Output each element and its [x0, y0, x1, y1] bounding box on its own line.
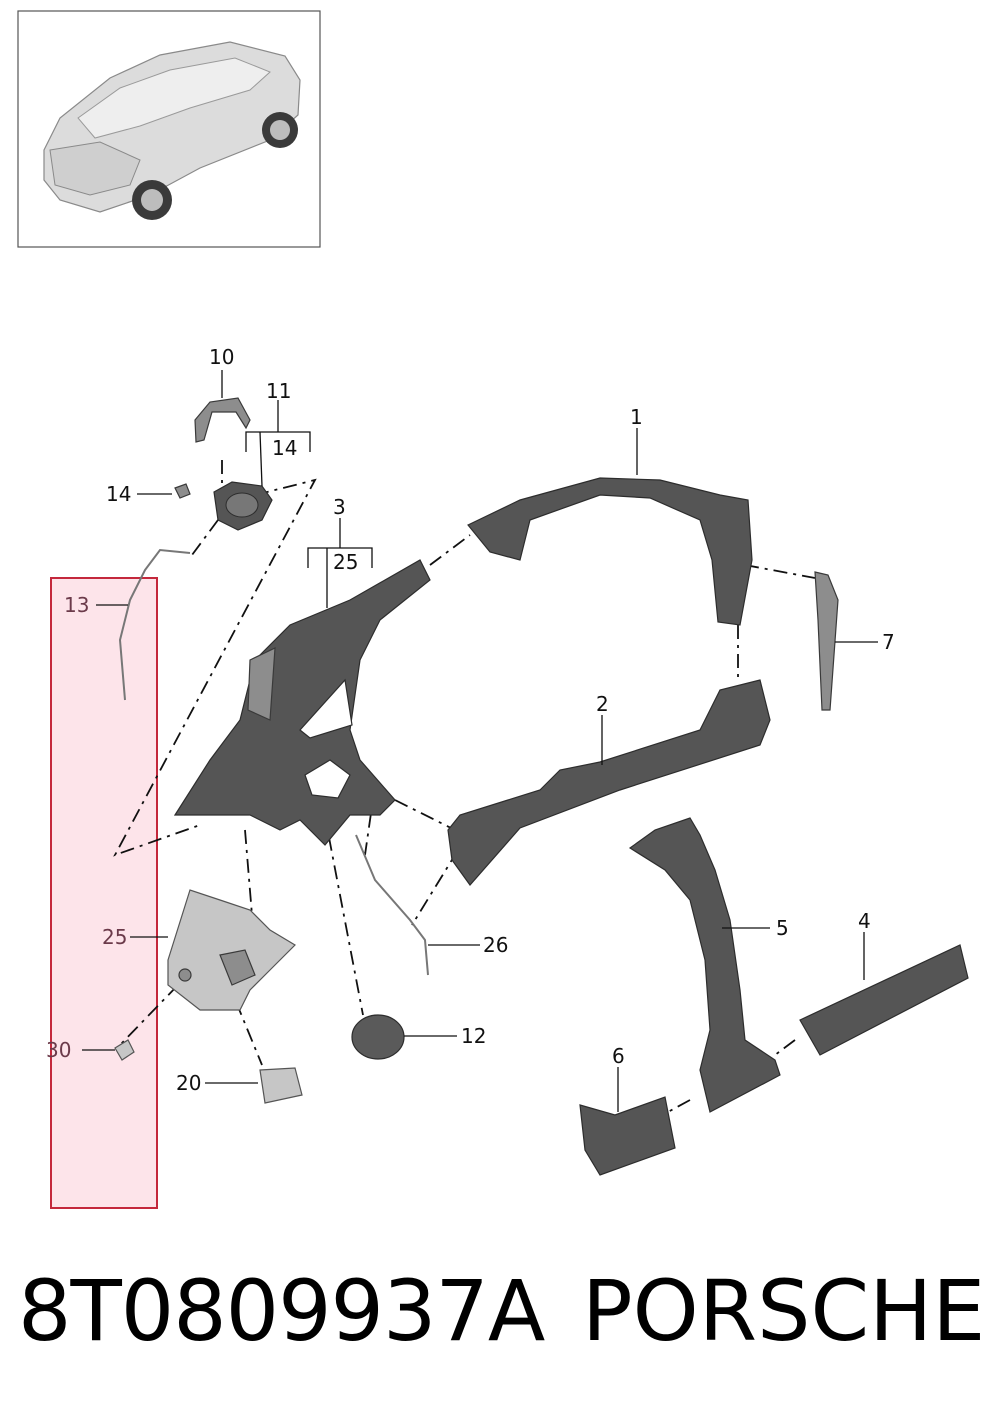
callout-14-top: 14 — [272, 436, 297, 460]
part-13-hose[interactable] — [118, 548, 191, 701]
part-30-bolt[interactable] — [114, 1039, 135, 1061]
part-25-inner-panel[interactable] — [167, 889, 296, 1011]
callout-12: 12 — [461, 1024, 486, 1048]
callout-14-left: 14 — [106, 482, 131, 506]
callout-3: 3 — [333, 495, 346, 519]
part-number: 8T0809937A — [18, 1262, 545, 1360]
callout-26: 26 — [483, 933, 508, 957]
callout-5: 5 — [776, 916, 789, 940]
callout-4: 4 — [858, 909, 871, 933]
brand-name: PORSCHE — [582, 1262, 982, 1360]
callouts: 10 11 14 14 3 25 13 1 7 2 25 26 5 4 30 1… — [46, 345, 895, 1095]
callout-7: 7 — [882, 630, 895, 654]
part-5-b-pillar[interactable] — [628, 817, 781, 1113]
part-3-rear-side-panel[interactable] — [173, 559, 431, 846]
callout-13: 13 — [64, 593, 89, 617]
callout-20: 20 — [176, 1071, 201, 1095]
callout-2: 2 — [596, 692, 609, 716]
part-1-side-frame[interactable] — [467, 477, 753, 626]
callout-25-top: 25 — [333, 550, 358, 574]
leader-lines — [82, 370, 878, 1112]
callout-1: 1 — [630, 405, 643, 429]
callout-11: 11 — [266, 379, 291, 403]
vehicle-thumbnail — [17, 10, 321, 248]
part-4-sill-extension[interactable] — [799, 944, 969, 1056]
callout-30: 30 — [46, 1038, 71, 1062]
part-20-insert[interactable] — [259, 1067, 303, 1104]
part-11-filler-housing[interactable] — [213, 481, 273, 531]
part-12-filler-flap[interactable] — [351, 1014, 405, 1060]
part-14-clip[interactable] — [174, 483, 191, 499]
part-7-strip[interactable] — [814, 571, 839, 711]
part-6-lower-pillar[interactable] — [579, 1096, 676, 1176]
part-26-cable[interactable] — [355, 834, 429, 976]
car-illustration — [43, 41, 301, 220]
callout-25-left: 25 — [102, 925, 127, 949]
highlight-box — [50, 577, 158, 1209]
callout-10: 10 — [209, 345, 234, 369]
callout-6: 6 — [612, 1044, 625, 1068]
part-10-bracket[interactable] — [194, 397, 251, 443]
part-2-sill[interactable] — [447, 679, 771, 886]
